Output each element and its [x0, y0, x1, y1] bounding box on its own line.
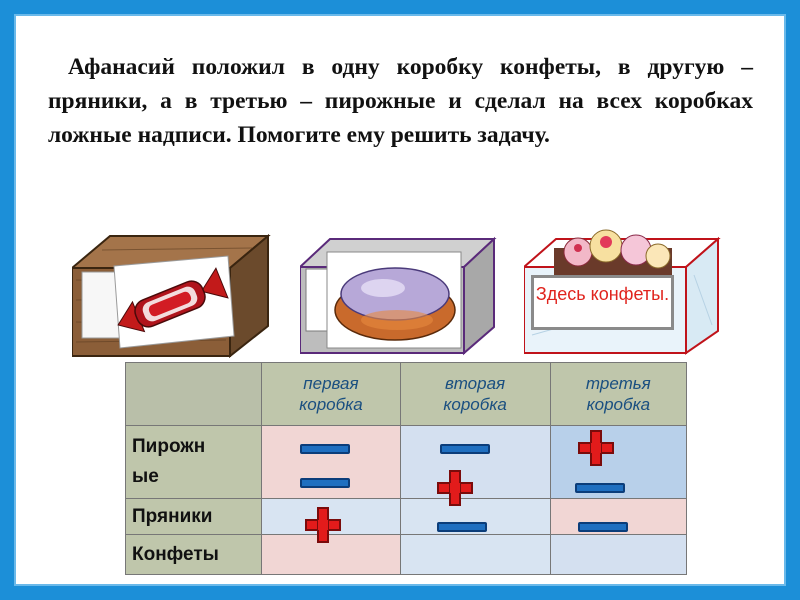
- header-box-2: вторая коробка: [399, 362, 551, 426]
- task-text: Афанасий положил в одну коробку конфеты,…: [48, 54, 753, 148]
- minus-mark: [437, 522, 487, 532]
- cell-candy-box3: [549, 534, 688, 575]
- cakes-picture: [554, 229, 672, 278]
- cell-cakes-box2: [399, 425, 551, 499]
- solution-table: первая коробка вторая коробка третья кор…: [124, 362, 688, 575]
- row-label-candy: Конфеты: [124, 534, 263, 575]
- cell-candy-box2: [399, 534, 551, 575]
- header-box-3: третья коробка: [549, 362, 688, 426]
- minus-mark: [440, 444, 490, 454]
- minus-mark: [575, 483, 625, 493]
- box-3-label: Здесь конфеты.: [531, 275, 674, 330]
- row-label-gingerbread: Пряники: [124, 498, 263, 535]
- cell-gingerbread-box1: [261, 498, 401, 535]
- cell-candy-box1: [261, 534, 401, 575]
- plus-mark: [437, 470, 473, 506]
- header-box-1: первая коробка: [261, 362, 401, 426]
- plus-mark: [305, 507, 341, 543]
- table-corner: [124, 362, 263, 426]
- candy-picture: [113, 255, 235, 349]
- minus-mark: [578, 522, 628, 532]
- minus-mark: [300, 478, 350, 488]
- minus-mark: [300, 444, 350, 454]
- bun-picture: [326, 251, 462, 349]
- plus-mark: [578, 430, 614, 466]
